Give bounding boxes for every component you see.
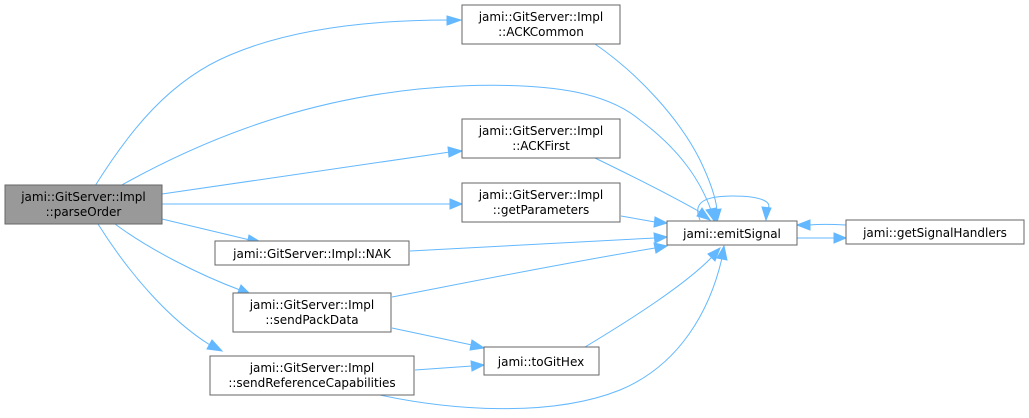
edge-ackfirst-to-emitsignal (594, 157, 712, 221)
node-parseorder-line2: ::parseOrder (46, 205, 122, 219)
node-nak[interactable]: jami::GitServer::Impl::NAK (214, 240, 410, 266)
node-sendpackdata[interactable]: jami::GitServer::Impl ::sendPackData (232, 292, 392, 333)
node-ackcommon-line1: jami::GitServer::Impl (478, 10, 604, 24)
edge-togithex-to-emitsignal (579, 246, 721, 351)
edge-sendrefcaps-to-togithex (414, 360, 486, 372)
edge-parseorder-to-ackfirst (161, 146, 464, 195)
edge-getsignalhandlers-to-emitsignal (795, 219, 847, 231)
node-getparameters-line1: jami::GitServer::Impl (478, 188, 604, 202)
node-parseorder-line1: jami::GitServer::Impl (20, 190, 146, 204)
edges (94, 15, 848, 410)
node-togithex-line1: jami::toGitHex (497, 355, 584, 369)
edge-ackcommon-to-emitsignal (594, 43, 722, 224)
edge-sendpackdata-to-emitsignal (391, 242, 669, 298)
node-getsignalhandlers-line1: jami::getSignalHandlers (862, 226, 1007, 240)
edge-sendpackdata-to-togithex (391, 327, 486, 351)
edge-parseorder-to-emitsignal-top (119, 84, 717, 224)
node-ackcommon[interactable]: jami::GitServer::Impl ::ACKCommon (461, 4, 621, 45)
node-getsignalhandlers[interactable]: jami::getSignalHandlers (845, 219, 1025, 245)
node-sendpackdata-line1: jami::GitServer::Impl (249, 298, 375, 312)
node-getparameters-line2: ::getParameters (493, 203, 589, 217)
edge-parseorder-to-getparameters (162, 198, 464, 210)
node-sendrefcaps-line2: ::sendReferenceCapabilities (228, 376, 395, 390)
edge-emitsignal-self-loop (697, 195, 772, 222)
edge-parseorder-to-ackcommon (94, 15, 463, 187)
node-parseorder[interactable]: jami::GitServer::Impl ::parseOrder (4, 184, 163, 225)
node-sendpackdata-line2: ::sendPackData (265, 313, 358, 327)
edge-sendrefcaps-to-emitsignal (379, 244, 728, 410)
edge-parseorder-to-sendrefcaps (97, 223, 224, 352)
node-emitsignal[interactable]: jami::emitSignal (666, 220, 798, 246)
node-sendrefcaps[interactable]: jami::GitServer::Impl ::sendReferenceCap… (209, 355, 415, 396)
edge-getparameters-to-emitsignal (620, 215, 669, 228)
node-ackfirst-line1: jami::GitServer::Impl (478, 124, 604, 138)
node-ackcommon-line2: ::ACKCommon (498, 25, 584, 39)
node-emitsignal-line1: jami::emitSignal (682, 227, 781, 241)
edge-nak-to-emitsignal (409, 232, 669, 252)
node-togithex[interactable]: jami::toGitHex (483, 346, 600, 376)
edge-emitsignal-to-getsignalhandlers (797, 232, 848, 244)
node-sendrefcaps-line1: jami::GitServer::Impl (249, 361, 375, 375)
node-ackfirst-line2: ::ACKFirst (512, 139, 570, 153)
node-getparameters[interactable]: jami::GitServer::Impl ::getParameters (461, 182, 621, 223)
nodes: jami::GitServer::Impl ::parseOrder jami:… (4, 4, 1025, 396)
node-nak-line1: jami::GitServer::Impl::NAK (232, 247, 392, 261)
node-ackfirst[interactable]: jami::GitServer::Impl ::ACKFirst (461, 118, 621, 159)
